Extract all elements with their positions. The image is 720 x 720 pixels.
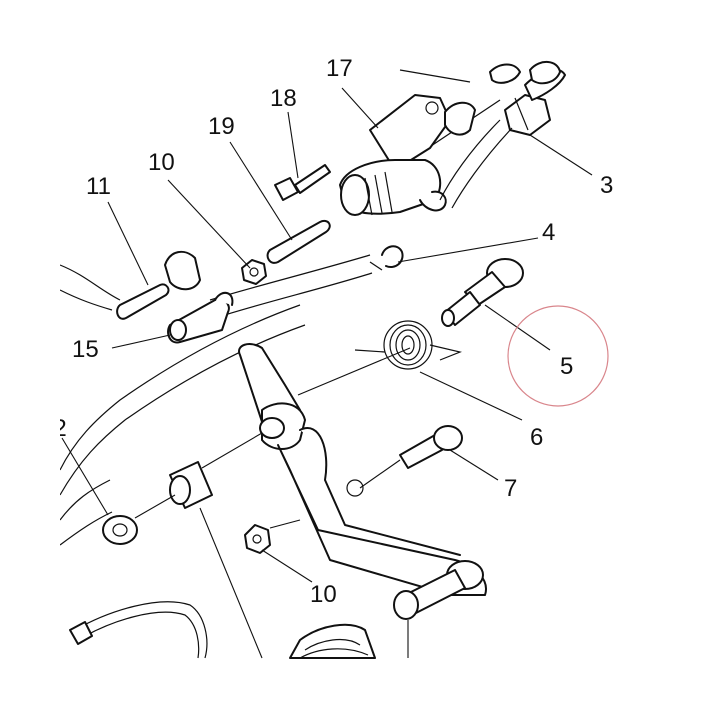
- callout-10-lower: 10: [310, 581, 337, 608]
- callout-4: 4: [542, 219, 555, 246]
- part-7-screw: [399, 425, 463, 469]
- part-17-master-cylinder: [339, 94, 476, 216]
- part-15-bushing: [167, 291, 234, 344]
- cable: [69, 601, 208, 659]
- part-6-spring: [354, 320, 462, 370]
- part-4-clip: [369, 245, 404, 271]
- part-3-hose: [439, 61, 566, 209]
- part-19-pin: [266, 220, 331, 264]
- callout-17: 17: [326, 55, 353, 82]
- part-12-washer: [102, 461, 213, 545]
- pedal-arm: [238, 343, 487, 620]
- callout-18: 18: [270, 85, 297, 112]
- bottom-margin: [0, 660, 720, 720]
- highlight-circle: [507, 305, 609, 407]
- callout-6: 6: [530, 424, 543, 451]
- rubber-boot: [289, 623, 376, 659]
- callout-5: 5: [560, 353, 573, 380]
- part-18-bolt: [274, 164, 331, 201]
- callout-10-upper: 10: [148, 149, 175, 176]
- callout-3: 3: [600, 172, 613, 199]
- callout-19: 19: [208, 113, 235, 140]
- callout-7: 7: [504, 475, 517, 502]
- callout-11: 11: [86, 173, 111, 200]
- part-10-nut-lower: [244, 524, 271, 554]
- left-margin: [0, 0, 60, 720]
- part-11-bracket: [116, 250, 201, 320]
- callout-15: 15: [72, 336, 99, 363]
- part-5-pivot-pin: [441, 258, 524, 327]
